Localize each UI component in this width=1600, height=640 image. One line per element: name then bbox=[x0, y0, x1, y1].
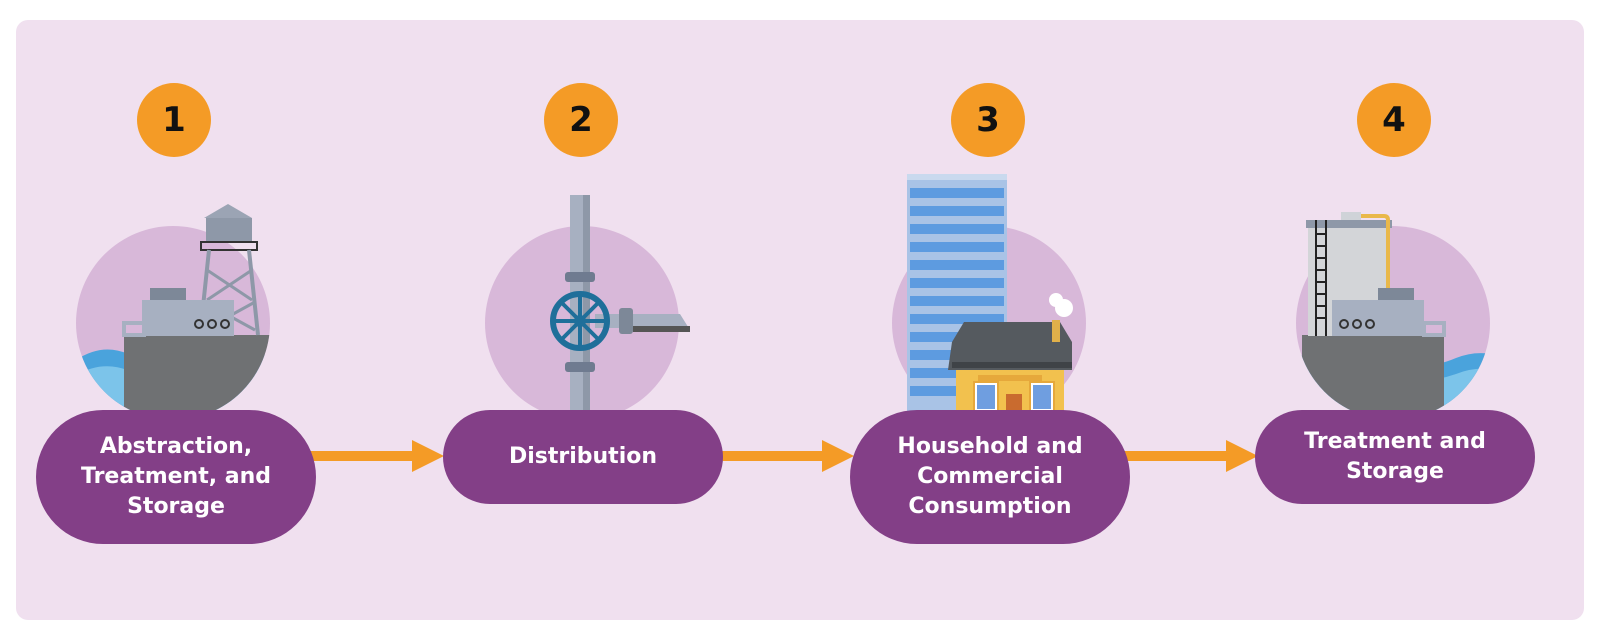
buildings-icon bbox=[907, 174, 1073, 425]
step-3-number: 3 bbox=[976, 100, 1000, 140]
pipe-valve-icon bbox=[550, 195, 690, 417]
step-4-label: Treatment and Storage bbox=[1255, 410, 1535, 504]
arrow-1-to-2-icon bbox=[306, 440, 444, 472]
step-2-badge: 2 bbox=[544, 83, 618, 157]
step-1-number: 1 bbox=[162, 100, 186, 140]
step-2-number: 2 bbox=[569, 100, 593, 140]
water-plant-icon bbox=[76, 204, 270, 420]
step-4-number: 4 bbox=[1382, 100, 1406, 140]
step-1-badge: 1 bbox=[137, 83, 211, 157]
step-3-badge: 3 bbox=[951, 83, 1025, 157]
storage-tank-icon bbox=[1296, 212, 1490, 420]
step-1-label: Abstraction, Treatment, and Storage bbox=[36, 410, 316, 544]
step-3-label: Household and Commercial Consumption bbox=[850, 410, 1130, 544]
arrow-2-to-3-icon bbox=[716, 440, 854, 472]
step-2-label: Distribution bbox=[443, 410, 723, 504]
arrow-3-to-4-icon bbox=[1120, 440, 1258, 472]
step-4-badge: 4 bbox=[1357, 83, 1431, 157]
